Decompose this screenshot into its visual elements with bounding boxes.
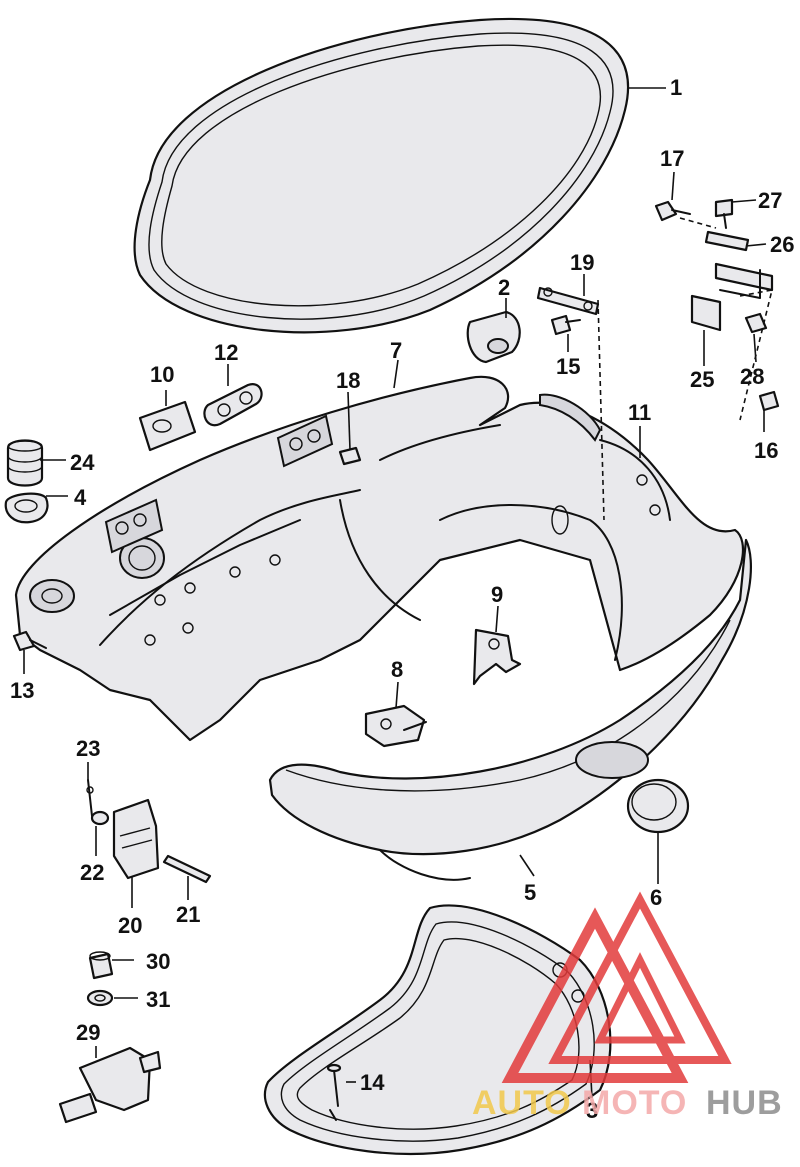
callout-30: 30 [146, 949, 170, 974]
part-fitting-29 [58, 1046, 162, 1124]
callout-6: 6 [650, 885, 662, 910]
part-cover-plate [203, 383, 263, 427]
callout-2: 2 [498, 275, 510, 300]
part-link-rod [536, 286, 600, 316]
part-grommet-plate [138, 400, 197, 452]
callout-24: 24 [70, 450, 95, 475]
callout-21: 21 [176, 902, 200, 927]
part-washer-31 [86, 989, 114, 1007]
callout-18: 18 [336, 368, 360, 393]
part-lever-9 [472, 628, 522, 686]
watermark-triangle-outer [501, 907, 689, 1083]
callout-16: 16 [754, 438, 778, 463]
part-bolt-28 [744, 312, 768, 334]
part-latch-8 [364, 704, 427, 748]
part-bolt-27 [714, 198, 734, 229]
callout-17: 17 [660, 146, 684, 171]
callout-7: 7 [390, 338, 402, 363]
callout-3: 3 [586, 1098, 598, 1123]
callout-4: 4 [74, 485, 87, 510]
callout-5: 5 [524, 880, 536, 905]
part-bolt-15 [550, 314, 581, 336]
part-bolt-30 [88, 951, 114, 980]
watermark-triangle-inner [548, 891, 732, 1064]
part-washer-plate [4, 492, 49, 524]
callout-10: 10 [150, 362, 174, 387]
part-cap-6 [626, 778, 690, 834]
callout-19: 19 [570, 250, 594, 275]
part-bolt-13 [12, 630, 47, 652]
callout-12: 12 [214, 340, 238, 365]
callout-8: 8 [391, 657, 403, 682]
part-grommet-stack [6, 439, 44, 487]
callout-1: 1 [670, 75, 682, 100]
watermark-text-moto: MOTO [582, 1084, 687, 1122]
callout-labels: 1 2 3 4 5 6 7 8 9 10 11 12 13 14 15 16 1… [10, 75, 794, 1123]
watermark-triangle-small [594, 952, 686, 1044]
callout-26: 26 [770, 232, 794, 257]
part-hinge-25 [690, 262, 774, 332]
callout-27: 27 [758, 188, 782, 213]
callout-29: 29 [76, 1020, 100, 1045]
watermark-text-auto: AUTO [472, 1084, 572, 1122]
watermark: AUTO MOTO HUB [472, 891, 783, 1122]
callout-22: 22 [80, 860, 104, 885]
part-bottom-cowl-upper [14, 375, 745, 742]
part-bolt-17 [654, 200, 691, 222]
part-screw-18 [338, 446, 362, 466]
part-plate-26 [704, 230, 750, 252]
callout-25: 25 [690, 367, 714, 392]
part-bracket-plate [466, 310, 521, 364]
callout-28: 28 [740, 364, 764, 389]
part-side-bracket [599, 439, 671, 521]
watermark-logo [501, 891, 732, 1083]
part-screw-14 [326, 1063, 342, 1107]
callout-31: 31 [146, 987, 170, 1012]
callout-14: 14 [360, 1070, 385, 1095]
callout-13: 13 [10, 678, 34, 703]
part-pin-21 [162, 854, 212, 884]
part-pin-23 [86, 779, 94, 817]
callout-20: 20 [118, 913, 142, 938]
part-washer-22 [90, 810, 110, 826]
part-lever-20 [112, 798, 160, 880]
part-seal-ring [133, 17, 630, 334]
part-bolt-16 [758, 390, 780, 412]
watermark-text-hub: HUB [706, 1084, 783, 1122]
callout-11: 11 [628, 400, 651, 425]
callout-15: 15 [556, 354, 580, 379]
callout-23: 23 [76, 736, 100, 761]
callout-9: 9 [491, 582, 503, 607]
part-lower-cowl [268, 538, 752, 881]
